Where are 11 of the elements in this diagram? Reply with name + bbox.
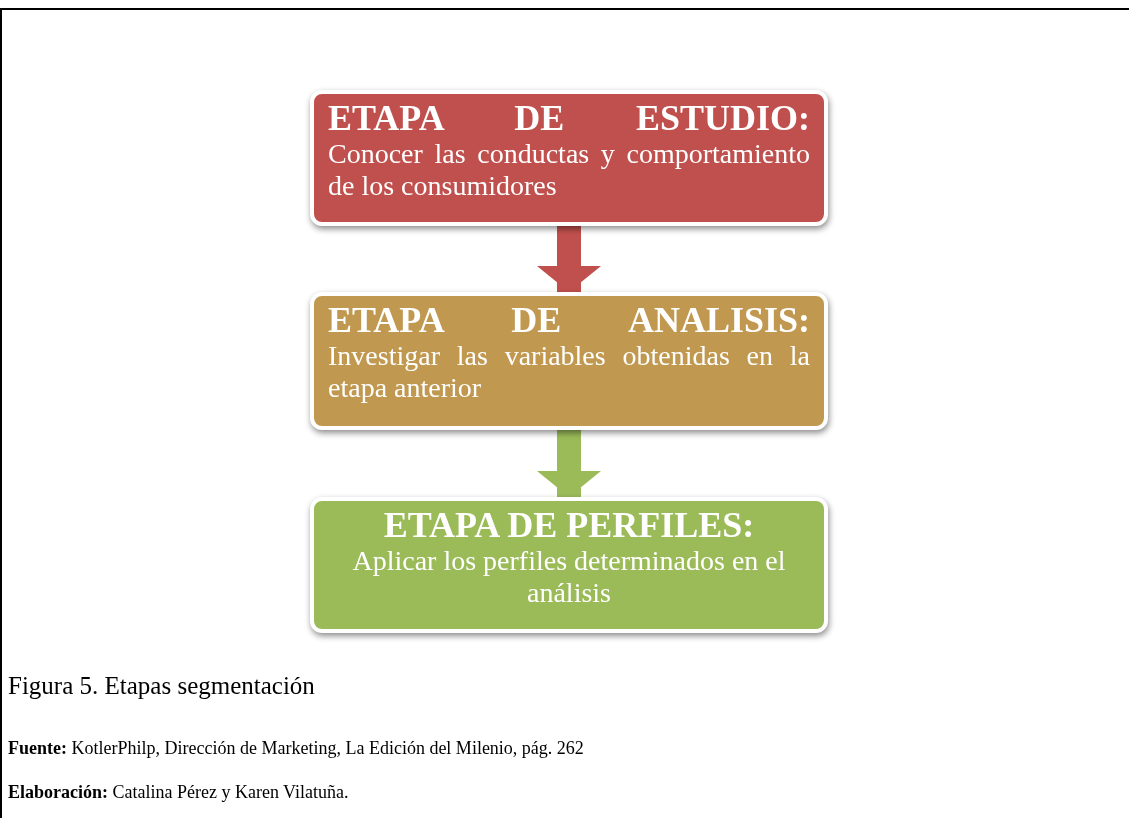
source-note: Elaboración: Catalina Pérez y Karen Vilatuña. [8,782,349,803]
stage-heading: ETAPA DE PERFILES: [382,505,756,545]
stage-description: Investigar las variables obtenidas en la etapa anterior [328,340,810,404]
source-note: Fuente: KotlerPhilp, Dirección de Marketing, La Edición del Milenio, pág. 262 [8,738,584,759]
stage-description: Conocer las conductas y comportamiento de los consumidores [328,138,810,202]
stage-heading: ETAPA DE ANALISIS: [328,300,810,340]
down-arrow [537,430,601,497]
figure-caption: Figura 5. Etapas segmentación [8,672,315,700]
stage-heading: ETAPA DE ESTUDIO: [328,98,810,138]
down-arrow [537,226,601,292]
stage-description: Aplicar los perfiles determinados en el análisis [351,545,787,609]
